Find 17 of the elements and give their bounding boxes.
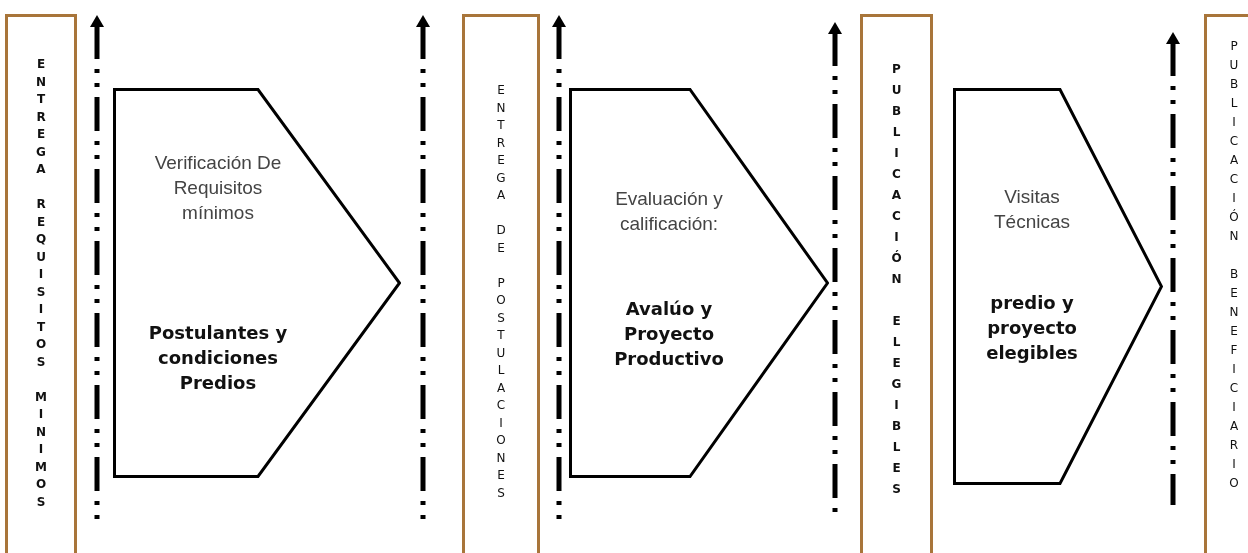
chevron-step <box>113 88 401 478</box>
chevron-step <box>953 88 1163 485</box>
step-detail: Avalúo y Proyecto Productivo <box>613 297 725 372</box>
step-title: Visitas Técnicas <box>993 185 1071 235</box>
milestone-box <box>1204 14 1248 553</box>
step-detail: predio y proyecto elegibles <box>985 291 1079 366</box>
milestone-box <box>860 14 933 553</box>
step-title: Verificación De Requisitos mínimos <box>153 151 283 226</box>
step-detail: Postulantes y condiciones Predios <box>147 321 289 396</box>
step-title: Evaluación y calificación: <box>614 187 724 237</box>
milestone-box <box>5 14 77 553</box>
milestone-box <box>462 14 540 553</box>
milestone-label: PUBLICACIÓN ELEGIBLES <box>890 62 903 503</box>
chevron-step <box>569 88 829 478</box>
milestone-label: ENTREGA REQUISITOS MINIMOS <box>35 57 47 512</box>
milestone-label: ENTREGA DE POSTULACIONES <box>495 83 507 503</box>
milestone-label: PUBLICACIÓN BENEFICIARIO <box>1228 39 1240 495</box>
